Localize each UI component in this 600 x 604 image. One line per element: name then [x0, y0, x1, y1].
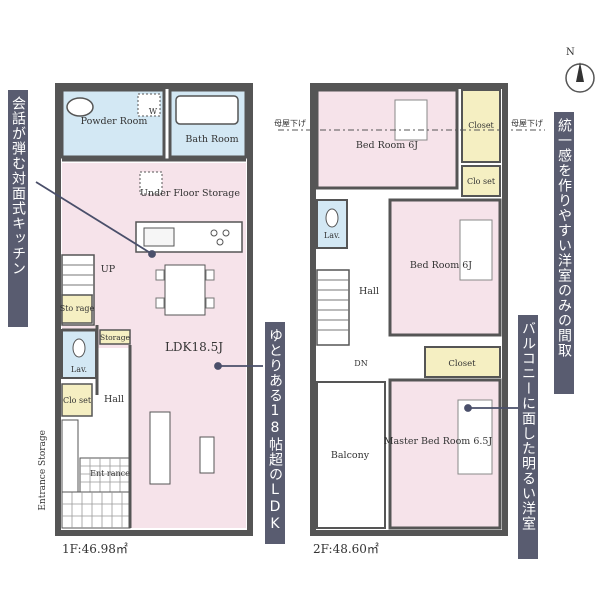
hall-1f	[96, 348, 130, 458]
lav-1f-label: Lav.	[71, 365, 87, 374]
bath-label: Bath Room	[185, 134, 238, 145]
first-floor	[55, 83, 253, 536]
up-label: UP	[101, 264, 116, 275]
powder-sink	[66, 97, 94, 117]
callout-lines	[35, 181, 522, 412]
porch	[61, 491, 131, 529]
compass-label: N	[566, 47, 575, 58]
dining-table	[164, 264, 206, 316]
closet-vertical-label: Closet	[468, 121, 494, 130]
lav-2f-label: Lav.	[324, 231, 340, 240]
entrance-storage	[61, 419, 79, 493]
chair	[155, 269, 165, 281]
washer-box	[137, 93, 161, 117]
compass-needle-icon	[576, 62, 584, 82]
washer-mark: W	[149, 107, 158, 116]
closet-horizontal	[424, 346, 501, 378]
master-label: Master Bed Room 6.5J	[384, 436, 493, 447]
stove-burner	[222, 229, 230, 237]
roof-left-label: 母屋下げ	[274, 119, 306, 128]
ldk-callout-dot	[214, 362, 222, 370]
bed-furniture	[394, 99, 428, 141]
bed-furniture	[457, 399, 493, 475]
bed-furniture	[459, 219, 493, 281]
entrance-storage-label: Entrance Storage	[38, 430, 48, 511]
hall-2f-label: Hall	[359, 286, 379, 297]
interior-walls-1f	[62, 158, 246, 528]
storage-left-label: Sto rage	[60, 304, 95, 313]
stove-burner	[210, 229, 218, 237]
entrance	[79, 457, 131, 493]
storage-left	[61, 294, 93, 324]
closet-small	[461, 165, 501, 197]
compass: N	[565, 47, 595, 93]
storage-small	[99, 329, 131, 345]
callout-kitchen: 会話が弾む対面式キッチン	[8, 90, 28, 327]
entrance-label: Ent rance	[90, 469, 130, 478]
floor1-area-label: 1F:46.98㎡	[62, 542, 128, 556]
ldk-label: LDK18.5J	[165, 340, 223, 354]
chair	[155, 297, 165, 309]
low-table	[199, 436, 215, 474]
callout-ldk: ゆとりある18帖超のLDK	[265, 322, 285, 544]
balcony-callout-dot	[464, 404, 472, 412]
porch-tile	[62, 492, 130, 528]
storage-small-label: Storage	[100, 333, 131, 342]
chair	[205, 269, 215, 281]
room-labels: Powder Room Bath Room Under Floor Storag…	[60, 107, 543, 478]
sofa	[149, 411, 171, 485]
floor2-area-label: 2F:48.60㎡	[313, 542, 379, 556]
under-floor-hatch	[139, 171, 163, 195]
under-floor-label: Under Floor Storage	[140, 188, 240, 199]
entrance-tile	[80, 458, 130, 492]
closet-small-label: Clo set	[467, 177, 496, 186]
bed-room-1	[315, 88, 459, 190]
kitchen-sink	[143, 227, 175, 247]
dn-label: DN	[354, 359, 367, 368]
second-floor	[278, 83, 545, 536]
balcony-label: Balcony	[331, 450, 370, 461]
balcony	[316, 381, 386, 529]
stove-burner	[216, 238, 224, 246]
kitchen-callout-dot	[148, 250, 156, 258]
callout-balcony: バルコニーに面した明るい洋室	[518, 315, 538, 559]
closet-vertical	[461, 89, 501, 163]
roof-right-label: 母屋下げ	[511, 119, 543, 128]
hall-1f-label: Hall	[104, 394, 124, 405]
closet-1f-label: Clo set	[63, 396, 92, 405]
toilet	[325, 208, 339, 228]
bed1-label: Bed Room 6J	[356, 140, 418, 151]
kitchen-callout-line	[35, 181, 153, 255]
powder-label: Powder Room	[81, 116, 148, 127]
bed2-label: Bed Room 6J	[410, 260, 472, 271]
closet-horizontal-label: Closet	[448, 359, 476, 369]
closet-1f	[61, 383, 93, 417]
lav-1f	[61, 329, 97, 379]
stair-treads	[317, 279, 349, 331]
callout-unity: 統一感を作りやすい洋室のみの間取	[554, 112, 574, 394]
chair	[205, 297, 215, 309]
toilet	[72, 338, 86, 358]
bathtub	[175, 95, 239, 125]
stairs-2f	[316, 269, 350, 346]
